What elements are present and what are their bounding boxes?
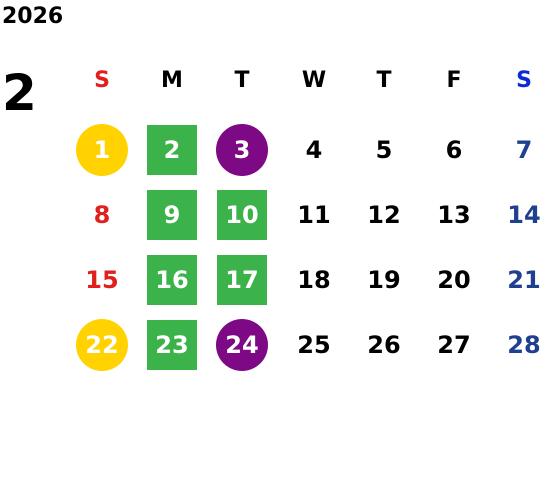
- day-cell[interactable]: 28: [507, 331, 541, 359]
- day-cell[interactable]: 26: [367, 331, 401, 359]
- day-cell[interactable]: 7: [515, 136, 533, 164]
- weekday-label: S: [94, 68, 110, 93]
- day-cell-highlighted[interactable]: 10: [217, 190, 267, 240]
- day-cell[interactable]: 21: [507, 266, 541, 294]
- weekday-label: T: [376, 68, 392, 93]
- weekday-label: F: [446, 68, 462, 93]
- day-cell[interactable]: 8: [93, 201, 111, 229]
- day-cell-highlighted[interactable]: 9: [147, 190, 197, 240]
- day-cell-highlighted[interactable]: 17: [217, 255, 267, 305]
- weekday-label: S: [516, 68, 532, 93]
- day-cell[interactable]: 27: [437, 331, 471, 359]
- day-cell[interactable]: 15: [85, 266, 119, 294]
- day-cell[interactable]: 20: [437, 266, 471, 294]
- day-cell[interactable]: 25: [297, 331, 331, 359]
- day-cell[interactable]: 14: [507, 201, 541, 229]
- day-cell[interactable]: 4: [305, 136, 323, 164]
- day-cell-highlighted[interactable]: 3: [216, 124, 268, 176]
- day-cell-highlighted[interactable]: 2: [147, 125, 197, 175]
- day-cell-highlighted[interactable]: 16: [147, 255, 197, 305]
- weekday-label: W: [301, 68, 327, 93]
- day-cell-highlighted[interactable]: 22: [76, 319, 128, 371]
- day-cell-highlighted[interactable]: 23: [147, 320, 197, 370]
- day-cell[interactable]: 6: [445, 136, 463, 164]
- day-cell-highlighted[interactable]: 1: [76, 124, 128, 176]
- day-cell[interactable]: 13: [437, 201, 471, 229]
- weekday-label: T: [234, 68, 250, 93]
- day-cell[interactable]: 11: [297, 201, 331, 229]
- day-cell[interactable]: 19: [367, 266, 401, 294]
- weekday-label: M: [161, 68, 183, 93]
- year-label: 2026: [2, 4, 64, 29]
- month-label: 2: [2, 64, 37, 122]
- day-cell[interactable]: 18: [297, 266, 331, 294]
- day-cell[interactable]: 12: [367, 201, 401, 229]
- day-cell-highlighted[interactable]: 24: [216, 319, 268, 371]
- day-cell[interactable]: 5: [375, 136, 393, 164]
